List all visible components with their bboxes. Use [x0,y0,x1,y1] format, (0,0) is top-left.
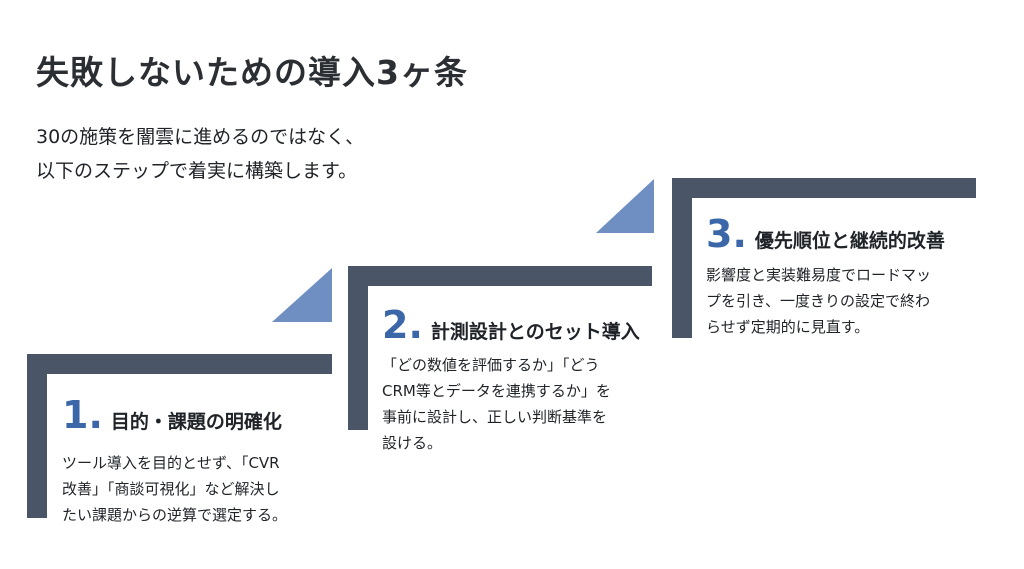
step-1-triangle [272,268,332,322]
step-1-desc-line: たい課題からの逆算で選定する。 [62,506,288,524]
step-1-description: ツール導入を目的とせず、「CVR 改善」「商談可視化」など解決し たい課題からの… [62,450,287,528]
step-2-desc-line: 設ける。 [382,434,443,452]
step-3-frame-left [672,178,692,338]
step-2-desc-line: 事前に設計し、正しい判断基準を [382,408,608,426]
step-3-heading: 3 . 優先順位と継続的改善 [706,212,945,256]
step-1-number: 1 [62,393,89,437]
step-3-description: 影響度と実装難易度でロードマッ プを引き、一度きりの設定で終わ らせず定期的に見… [706,262,931,340]
page-title: 失敗しないための導入3ヶ条 [36,53,468,92]
subtitle: 30の施策を闇雲に進めるのではなく、 以下のステップで着実に構築します。 [36,120,364,188]
step-2-frame-top [348,266,652,286]
step-2-description: 「どの数値を評価するか」「どう CRM等とデータを連携するか」を 事前に設計し、… [382,352,611,456]
step-2-triangle [596,179,654,233]
step-1-frame-left [27,354,47,518]
step-2-frame-left [348,266,368,430]
step-2-desc-line: 「どの数値を評価するか」「どう [382,356,600,374]
step-3-title: 優先順位と継続的改善 [754,230,945,252]
subtitle-line-2: 以下のステップで着実に構築します。 [36,160,358,182]
step-3-frame-top [672,178,976,198]
step-2-dot: . [408,303,423,347]
step-3-desc-line: 影響度と実装難易度でロードマッ [706,266,932,284]
step-1-desc-line: ツール導入を目的とせず、「CVR [62,454,280,472]
step-3-dot: . [732,212,747,256]
step-2-heading: 2 . 計測設計とのセット導入 [382,303,640,347]
step-2-number: 2 [382,303,409,347]
step-3-desc-line: らせず定期的に見直す。 [706,318,870,336]
step-2-desc-line: CRM等とデータを連携するか」を [382,382,611,400]
step-3-number: 3 [706,212,733,256]
subtitle-line-1: 30の施策を闇雲に進めるのではなく、 [36,126,365,148]
step-3-desc-line: プを引き、一度きりの設定で終わ [706,292,930,310]
step-1-frame-top [27,354,332,374]
step-2-title: 計測設計とのセット導入 [430,321,640,343]
step-1-dot: . [88,393,103,437]
step-1-heading: 1 . 目的・課題の明確化 [62,393,282,437]
step-1-desc-line: 改善」「商談可視化」など解決し [62,480,280,498]
step-1-title: 目的・課題の明確化 [110,411,282,433]
